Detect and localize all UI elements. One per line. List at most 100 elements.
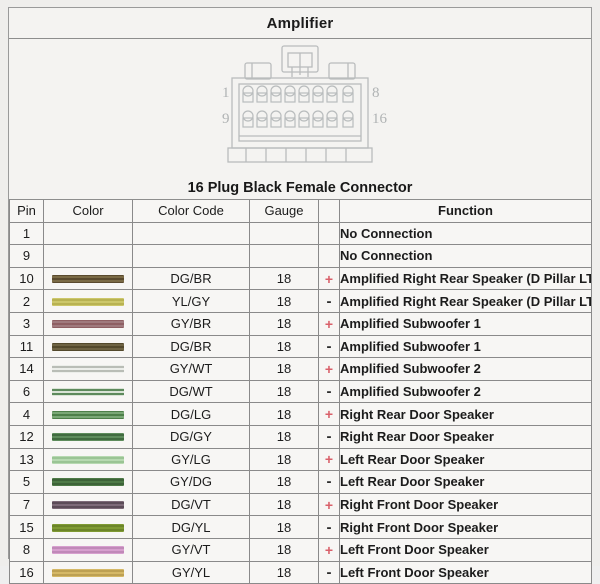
wire-stripe-bottom — [52, 506, 124, 509]
wire-stripe-bottom — [52, 370, 124, 373]
cell-function: Amplified Subwoofer 2 — [339, 380, 592, 404]
cell-pin: 1 — [9, 222, 44, 246]
table-header-row: Pin Color Color Code Gauge Function — [9, 200, 592, 223]
cell-polarity — [318, 244, 340, 268]
wire-swatch — [52, 546, 124, 555]
cell-gauge: 18 — [249, 448, 319, 472]
cell-color-code — [132, 222, 250, 246]
cell-pin: 12 — [9, 425, 44, 449]
connector-pin-label-top-right: 8 — [372, 85, 380, 101]
wire-swatch — [52, 433, 124, 442]
cell-pin: 11 — [9, 335, 44, 359]
table-row: 9 No Connection — [9, 244, 592, 268]
cell-function: Amplified Subwoofer 2 — [339, 357, 592, 381]
connector-cavities-row-bottom — [242, 110, 354, 128]
wire-swatch — [52, 501, 124, 510]
connector-illustration-area: 1 8 9 16 16 Plug Black Female Connector — [9, 39, 591, 200]
cell-pin: 6 — [9, 380, 44, 404]
wire-stripe-bottom — [52, 302, 124, 305]
wire-swatch — [52, 478, 124, 487]
wiring-diagram-page: Amplifier — [8, 7, 592, 584]
cell-polarity: - — [318, 561, 340, 584]
cell-pin: 13 — [9, 448, 44, 472]
cell-wire-color-swatch — [43, 515, 133, 539]
wire-stripe-top — [52, 479, 124, 482]
cell-pin: 10 — [9, 267, 44, 291]
wire-swatch — [52, 297, 124, 306]
column-header-polarity — [318, 200, 340, 223]
cell-wire-color-swatch — [43, 357, 133, 381]
wire-stripe-bottom — [52, 393, 124, 396]
wire-stripe-top — [52, 321, 124, 324]
cell-pin: 9 — [9, 244, 44, 268]
wire-swatch — [52, 342, 124, 351]
cell-function: No Connection — [339, 244, 592, 268]
cell-pin: 2 — [9, 289, 44, 313]
wire-stripe-bottom — [52, 415, 124, 418]
cell-function: Left Rear Door Speaker — [339, 448, 592, 472]
column-header-color-code: Color Code — [132, 200, 250, 223]
cell-gauge: 18 — [249, 289, 319, 313]
cell-function: No Connection — [339, 222, 592, 246]
cell-function: Amplified Subwoofer 1 — [339, 335, 592, 359]
cell-wire-color-swatch — [43, 289, 133, 313]
cell-color-code: DG/GY — [132, 425, 250, 449]
wire-swatch — [52, 320, 124, 329]
cell-color-code: GY/BR — [132, 312, 250, 336]
wire-stripe-bottom — [52, 460, 124, 463]
cell-polarity: - — [318, 515, 340, 539]
cell-color-code — [132, 244, 250, 268]
wire-swatch — [52, 568, 124, 577]
wire-stripe-top — [52, 389, 124, 392]
cell-pin: 4 — [9, 402, 44, 426]
wire-stripe-top — [52, 366, 124, 369]
cell-polarity: - — [318, 470, 340, 494]
cell-wire-color-swatch — [43, 470, 133, 494]
wire-stripe-bottom — [52, 347, 124, 350]
cell-wire-color-swatch — [43, 538, 133, 562]
cell-function: Amplified Subwoofer 1 — [339, 312, 592, 336]
cell-wire-color-swatch — [43, 402, 133, 426]
cell-polarity: + — [318, 402, 340, 426]
cell-pin: 7 — [9, 493, 44, 517]
wire-swatch — [52, 410, 124, 419]
cell-color-code: GY/VT — [132, 538, 250, 562]
column-header-gauge: Gauge — [249, 200, 319, 223]
cell-color-code: GY/YL — [132, 561, 250, 584]
cell-wire-color-swatch — [43, 222, 133, 246]
cell-color-code: GY/LG — [132, 448, 250, 472]
cell-gauge: 18 — [249, 538, 319, 562]
cell-color-code: DG/BR — [132, 267, 250, 291]
wire-swatch — [52, 275, 124, 284]
cell-polarity: + — [318, 357, 340, 381]
cell-wire-color-swatch — [43, 267, 133, 291]
column-header-function: Function — [339, 200, 592, 223]
cell-polarity: + — [318, 448, 340, 472]
connector-pin-label-bottom-right: 16 — [372, 111, 388, 127]
table-row: 1 No Connection — [9, 222, 592, 246]
cell-color-code: DG/WT — [132, 380, 250, 404]
connector-caption: 16 Plug Black Female Connector — [187, 180, 413, 196]
wire-stripe-bottom — [52, 573, 124, 576]
wire-stripe-top — [52, 524, 124, 527]
cell-color-code: DG/BR — [132, 335, 250, 359]
wire-stripe-top — [52, 298, 124, 301]
cell-pin: 16 — [9, 561, 44, 584]
connector-cavities-row-top — [242, 85, 354, 103]
pinout-table: Pin Color Color Code Gauge Function 1 No … — [9, 200, 592, 584]
pinout-table-header: Pin Color Color Code Gauge Function — [9, 200, 592, 223]
column-header-pin: Pin — [9, 200, 44, 223]
connector-image: 1 8 9 16 — [9, 41, 591, 171]
cell-gauge — [249, 244, 319, 268]
cell-gauge: 18 — [249, 312, 319, 336]
wire-stripe-top — [52, 547, 124, 550]
cell-wire-color-swatch — [43, 380, 133, 404]
